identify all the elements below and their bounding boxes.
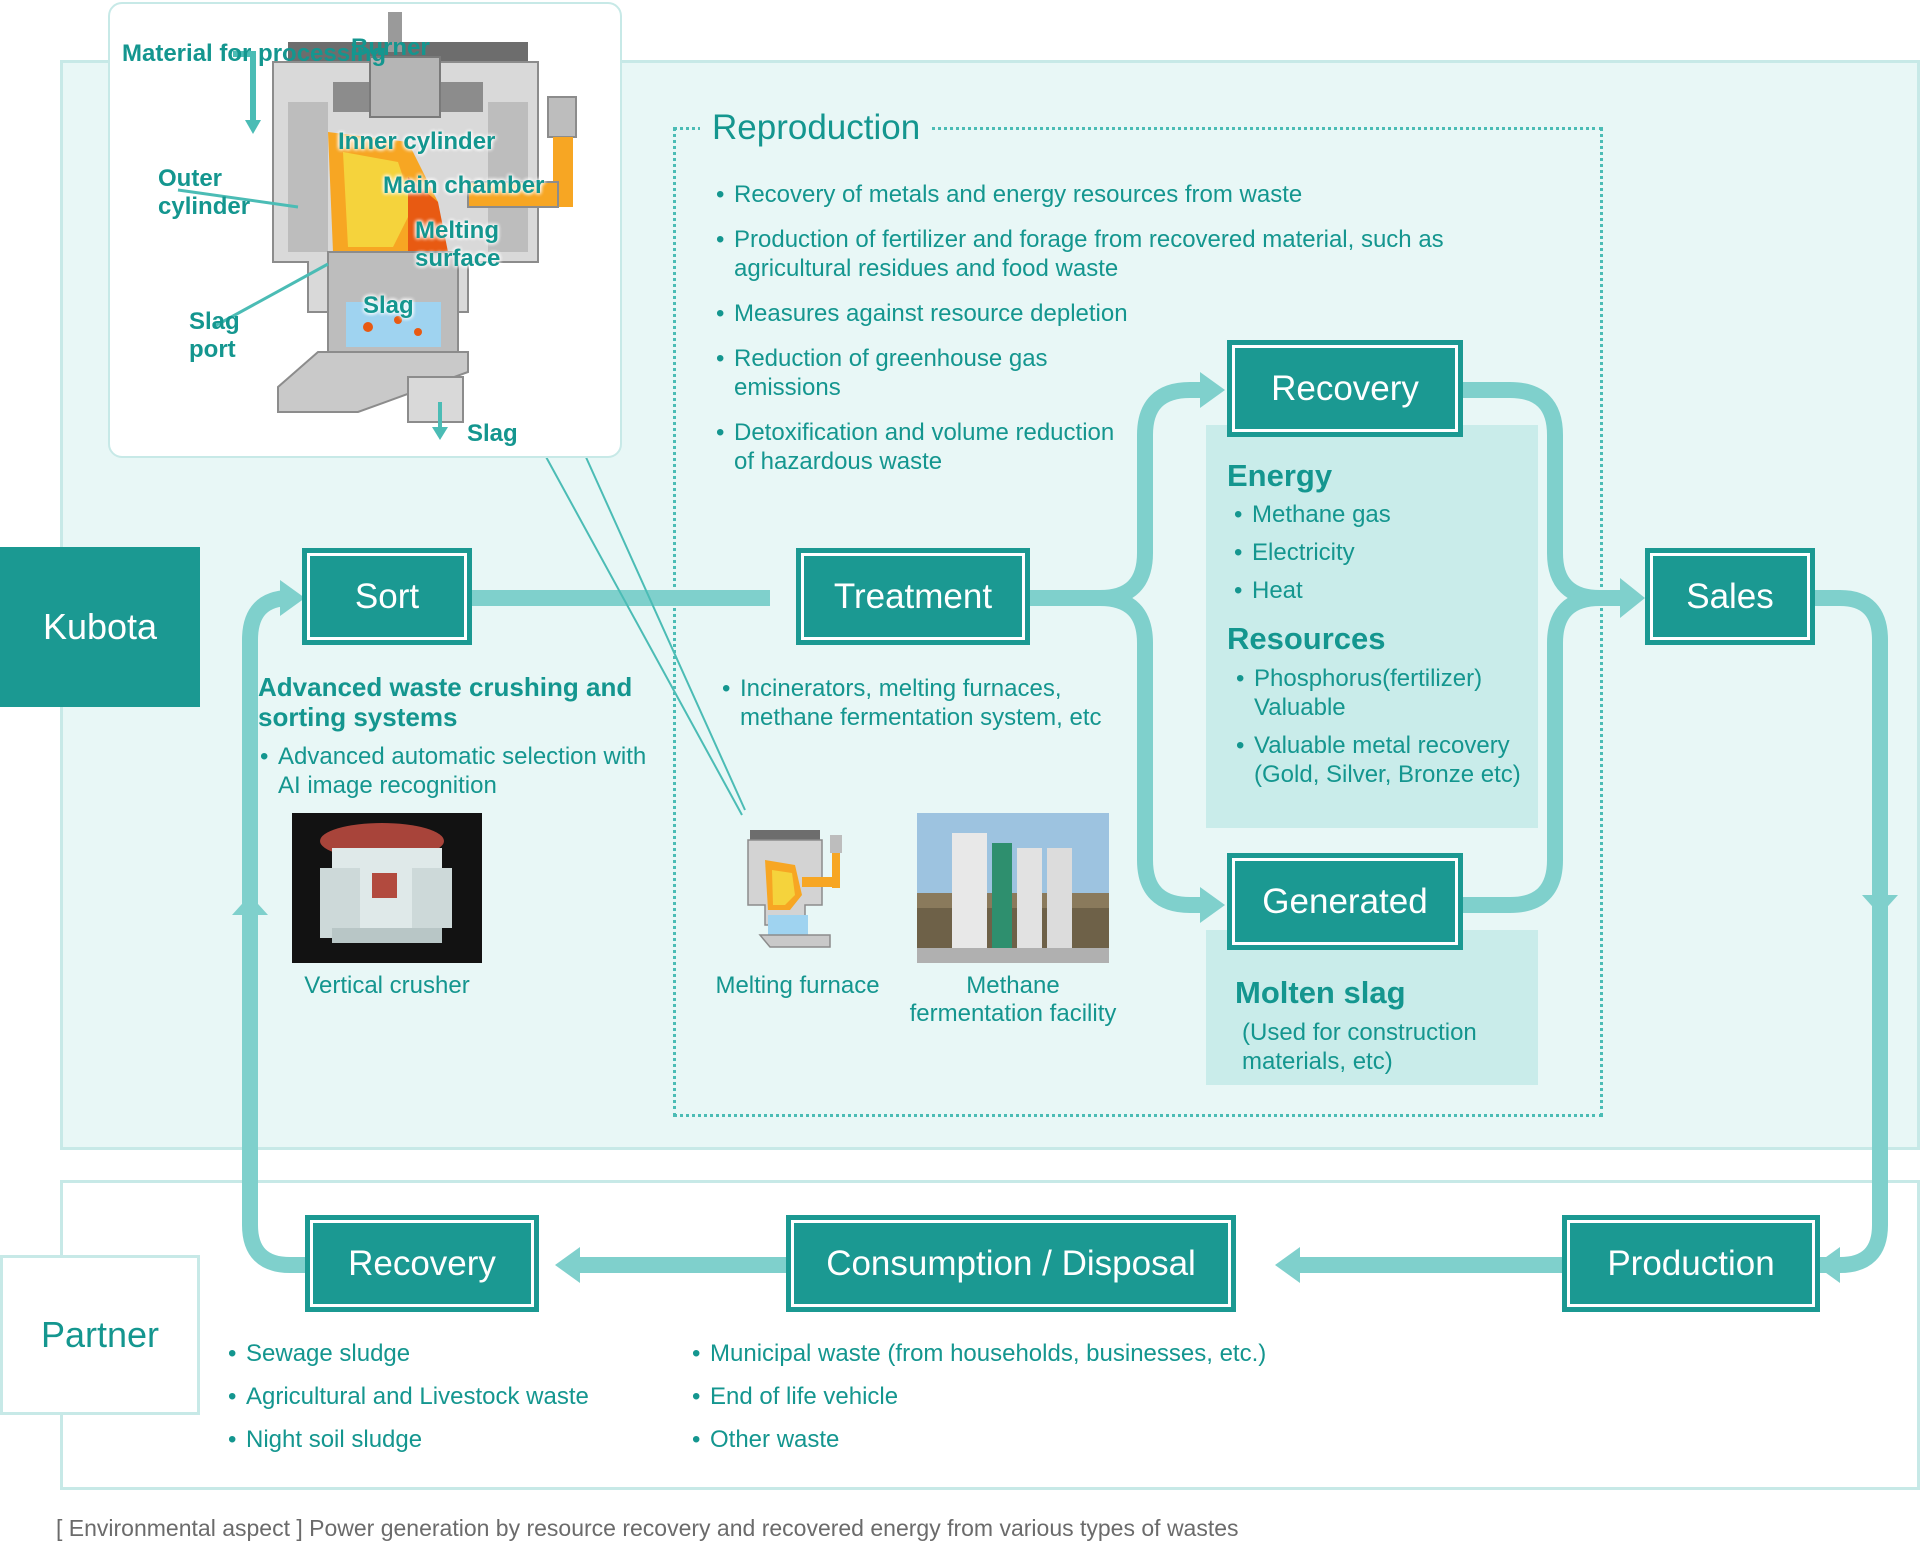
reproduction-title: Reproduction (700, 108, 933, 148)
label-slag-port: Slag port (189, 308, 240, 363)
molten-slag-panel (1206, 930, 1538, 1085)
reproduction-box (673, 127, 1603, 1117)
molten-slag-heading: Molten slag (1235, 975, 1406, 1010)
list-item: Electricity (1234, 538, 1534, 567)
label-outer-cylinder: Outer cylinder (158, 165, 251, 220)
label-inner-cylinder: Inner cylinder (338, 128, 496, 155)
list-item: Methane gas (1234, 500, 1534, 529)
energy-list: Methane gas Electricity Heat (1234, 500, 1534, 614)
list-item: Other waste (692, 1425, 1392, 1454)
molten-slag-note: (Used for construction materials, etc) (1242, 1019, 1477, 1075)
kubota-label: Kubota (0, 547, 200, 707)
list-item: Advanced automatic selection with AI ima… (260, 742, 660, 800)
label-melting-surface: Melting surface (415, 217, 501, 272)
label-burner: Burner (351, 34, 430, 61)
list-item: Sewage sludge (228, 1339, 668, 1368)
energy-heading: Energy (1227, 458, 1333, 493)
list-item: Night soil sludge (228, 1425, 668, 1454)
sales-box: Sales (1645, 548, 1815, 645)
label-material-for-processing: Material for processing (122, 40, 387, 67)
partner-consumption-list: Municipal waste (from households, busine… (692, 1339, 1392, 1454)
list-item: Phosphorus(fertilizer) Valuable (1236, 664, 1519, 722)
list-item: Measures against resource depletion (716, 299, 1496, 328)
recovery-bottom-box: Recovery (305, 1215, 539, 1312)
list-item: Municipal waste (from households, busine… (692, 1339, 1392, 1368)
treatment-bullet: Incinerators, melting furnaces, methane … (722, 674, 1132, 732)
sort-heading: Advanced waste crushing and sorting syst… (258, 672, 633, 732)
sort-bullet: Advanced automatic selection with AI ima… (260, 742, 660, 800)
resources-heading: Resources (1227, 621, 1386, 656)
melting-furnace-thumbnail (747, 830, 842, 948)
list-item: Detoxification and volume reduction of h… (716, 418, 1134, 476)
vertical-crusher-caption: Vertical crusher (304, 972, 470, 999)
treatment-box: Treatment (796, 548, 1030, 645)
generated-box: Generated (1227, 853, 1463, 950)
label-slag-inner: Slag (363, 292, 414, 319)
label-slag-out: Slag (467, 420, 518, 447)
list-item: Recovery of metals and energy resources … (716, 180, 1496, 209)
footer-caption: [ Environmental aspect ] Power generatio… (56, 1515, 1239, 1541)
partner-label: Partner (0, 1255, 200, 1415)
list-item: Reduction of greenhouse gas emissions (716, 344, 1134, 402)
production-box: Production (1562, 1215, 1820, 1312)
list-item: End of life vehicle (692, 1382, 1392, 1411)
methane-facility-caption: Methane fermentation facility (909, 972, 1117, 1027)
list-item: Agricultural and Livestock waste (228, 1382, 668, 1411)
list-item: Production of fertilizer and forage from… (716, 225, 1494, 283)
melting-furnace-caption: Melting furnace (715, 972, 880, 999)
sort-box: Sort (302, 548, 472, 645)
resources-list: Phosphorus(fertilizer) Valuable Valuable… (1236, 664, 1536, 798)
list-item: Incinerators, melting furnaces, methane … (722, 674, 1132, 732)
methane-facility-photo (917, 813, 1109, 963)
label-main-chamber: Main chamber (383, 172, 545, 199)
partner-recovery-list: Sewage sludge Agricultural and Livestock… (228, 1339, 668, 1454)
melting-furnace-diagram (177, 12, 577, 440)
recovery-top-box: Recovery (1227, 340, 1463, 437)
consumption-disposal-box: Consumption / Disposal (786, 1215, 1236, 1312)
list-item: Heat (1234, 576, 1534, 605)
vertical-crusher-photo (292, 813, 482, 963)
reproduction-list: Recovery of metals and energy resources … (716, 180, 1496, 492)
list-item: Valuable metal recovery (Gold, Silver, B… (1236, 731, 1544, 789)
